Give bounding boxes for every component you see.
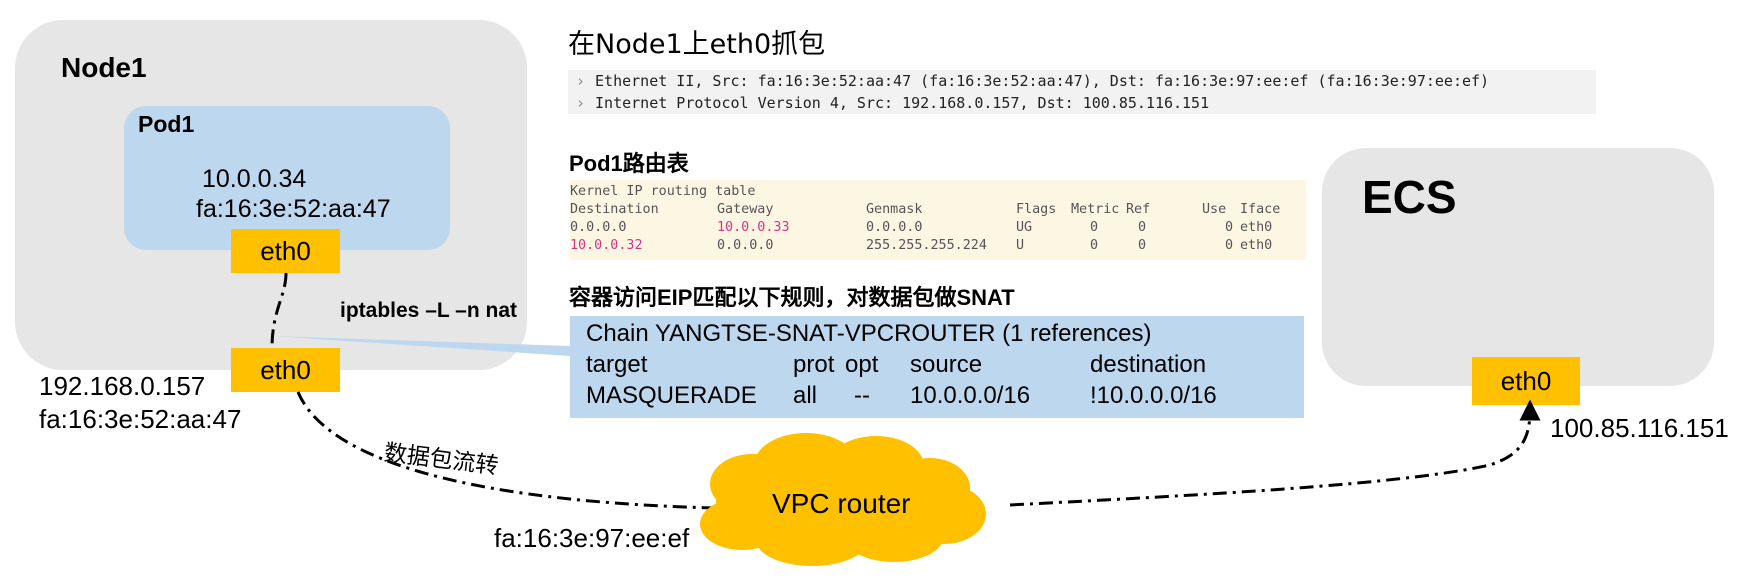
- routing-column-header: Destination: [570, 202, 659, 217]
- routing-column-header: Flags: [1016, 202, 1057, 217]
- snat-column-header: source: [910, 351, 983, 378]
- routing-cell: 0: [1225, 220, 1234, 235]
- capture-line: ›Internet Protocol Version 4, Src: 192.1…: [576, 94, 1210, 112]
- pod1-box: [124, 106, 450, 250]
- node1-eth0-ip: 192.168.0.157: [39, 371, 206, 401]
- expand-chevron-icon: ›: [576, 94, 586, 112]
- snat-cell: --: [854, 382, 870, 409]
- routing-column-header: Gateway: [717, 202, 774, 217]
- routing-cell: U: [1016, 238, 1025, 253]
- pod1-ip: 10.0.0.34: [202, 165, 307, 193]
- routing-cell: eth0: [1240, 238, 1273, 253]
- routing-cell: 0.0.0.0: [717, 238, 774, 253]
- routing-cell: 10.0.0.33: [717, 220, 790, 235]
- routing-cell: 0: [1138, 238, 1147, 253]
- snat-cell: 10.0.0.0/16: [910, 382, 1031, 409]
- ecs-eth0: eth0: [1472, 357, 1580, 405]
- routing-cell: 0: [1090, 220, 1099, 235]
- snat-column-header: target: [586, 351, 648, 378]
- routing-table-title: Pod1路由表: [569, 151, 689, 176]
- node1-eth0-mac: fa:16:3e:52:aa:47: [39, 404, 242, 434]
- pod1-title: Pod1: [138, 111, 195, 137]
- expand-chevron-icon: ›: [576, 72, 586, 90]
- router-to-ecs-link: [1009, 399, 1541, 507]
- iptables-callout: [272, 336, 570, 356]
- snat-column-header: destination: [1090, 351, 1207, 378]
- snat-column-header: opt: [845, 351, 879, 378]
- routing-cell: 0: [1225, 238, 1234, 253]
- routing-column-header: Genmask: [866, 202, 923, 217]
- snat-chain-panel: Chain YANGTSE-SNAT-VPCROUTER (1 referenc…: [570, 316, 1304, 418]
- iptables-command: iptables –L –n nat: [340, 299, 517, 322]
- routing-column-header: Metric: [1071, 202, 1120, 217]
- routing-cell: 10.0.0.32: [570, 238, 643, 253]
- routing-column-header: Use: [1202, 202, 1227, 217]
- routing-cell: 0.0.0.0: [866, 220, 923, 235]
- node1-title: Node1: [61, 52, 147, 83]
- routing-cell: eth0: [1240, 220, 1273, 235]
- routing-cell: UG: [1016, 220, 1033, 235]
- pod-to-node-link: [270, 272, 288, 349]
- routing-cell: 255.255.255.224: [866, 238, 987, 253]
- snat-column-header: prot: [793, 351, 835, 378]
- routing-cell: 0.0.0.0: [570, 220, 627, 235]
- ecs-box: [1322, 148, 1714, 386]
- snat-cell: MASQUERADE: [586, 382, 757, 409]
- routing-table-heading: Kernel IP routing table: [570, 184, 756, 199]
- vpc-router-mac: fa:16:3e:97:ee:ef: [494, 523, 690, 553]
- routing-column-header: Ref: [1126, 202, 1151, 217]
- capture-panel: ›Ethernet II, Src: fa:16:3e:52:aa:47 (fa…: [568, 70, 1596, 114]
- pod1-mac: fa:16:3e:52:aa:47: [196, 195, 391, 223]
- snat-chain-name: Chain YANGTSE-SNAT-VPCROUTER (1 referenc…: [586, 320, 1152, 347]
- capture-title: 在Node1上eth0抓包: [568, 29, 826, 60]
- ecs-title: ECS: [1362, 171, 1457, 223]
- routing-column-header: Iface: [1240, 202, 1281, 217]
- routing-table-panel: Kernel IP routing table Destination Gate…: [570, 180, 1306, 260]
- snat-cell: !10.0.0.0/16: [1090, 382, 1217, 409]
- capture-line: ›Ethernet II, Src: fa:16:3e:52:aa:47 (fa…: [576, 72, 1490, 90]
- vpc-router-label: VPC router: [772, 488, 911, 519]
- ecs-ip: 100.85.116.151: [1550, 413, 1729, 443]
- routing-cell: 0: [1090, 238, 1099, 253]
- snat-title: 容器访问EIP匹配以下规则，对数据包做SNAT: [569, 285, 1015, 310]
- routing-cell: 0: [1138, 220, 1147, 235]
- vpc-router-cloud: [700, 433, 986, 566]
- pod1-eth0: eth0: [231, 229, 340, 273]
- snat-cell: all: [793, 382, 818, 409]
- node1-eth0: eth0: [231, 348, 340, 392]
